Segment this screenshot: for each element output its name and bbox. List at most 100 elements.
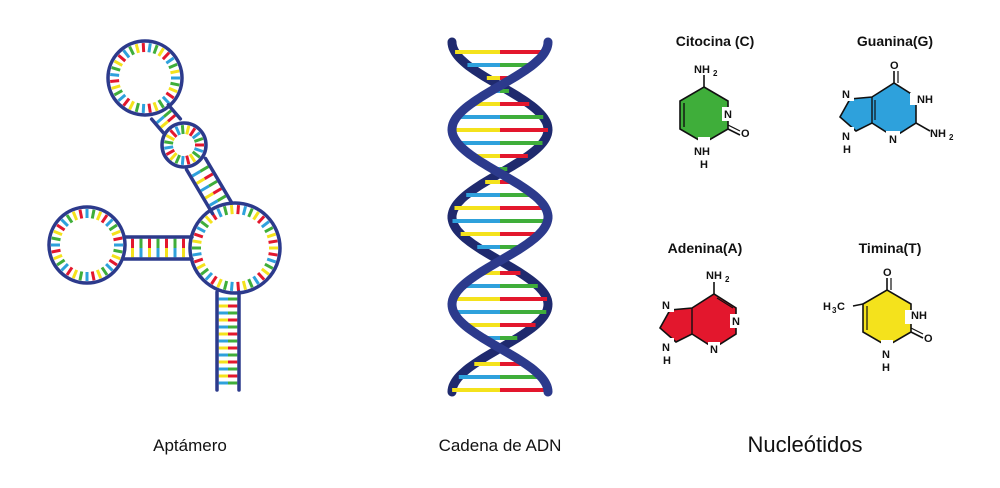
aptamer-base <box>105 263 114 272</box>
aptamer-base <box>268 239 278 244</box>
aptamer-base <box>110 79 120 84</box>
aptamer-base <box>60 218 69 227</box>
adenine-title: Adenina(A) <box>667 240 743 256</box>
aptamer-base <box>191 170 202 178</box>
aptamer-base <box>174 154 181 164</box>
aptamer-base <box>212 187 223 195</box>
aptamer-base <box>155 115 165 124</box>
aptamer-base <box>169 129 178 138</box>
aptamer-base <box>193 137 204 143</box>
aptamer-base <box>134 102 140 113</box>
aptamer-base <box>196 226 206 234</box>
aptamer-base <box>152 44 159 55</box>
cytosine-ring <box>679 86 729 144</box>
aptamer-base <box>111 84 121 90</box>
aptamer-base <box>161 95 171 105</box>
aptamer-base <box>90 271 96 281</box>
aptamer-base <box>113 89 123 97</box>
aptamer-base <box>71 269 79 279</box>
svg-text:N: N <box>842 131 850 143</box>
aptamer-base <box>164 145 174 150</box>
thymine-title: Timina(T) <box>858 240 922 256</box>
aptamer-base <box>78 271 84 281</box>
aptamer-base <box>159 120 169 129</box>
aptamer-base <box>147 43 152 53</box>
aptamer-base <box>113 236 123 242</box>
svg-text:N: N <box>732 316 740 328</box>
svg-text:H: H <box>700 159 708 171</box>
aptamer-base <box>192 252 202 257</box>
aptamer-base <box>241 280 248 291</box>
dna-strand <box>447 37 553 397</box>
aptamer-base <box>193 257 204 264</box>
aptamer-base <box>193 232 204 239</box>
svg-text:NH: NH <box>694 64 710 76</box>
aptamer-base <box>236 281 241 291</box>
dna-helix-diagram <box>447 37 553 397</box>
aptamer-base <box>222 205 229 216</box>
aptamer-base <box>195 177 206 185</box>
aptamer-base <box>165 56 175 65</box>
aptamer-stem-strand <box>166 103 183 121</box>
aptamer-base <box>200 220 210 229</box>
aptamer-base <box>216 278 223 288</box>
aptamer-base <box>200 267 210 276</box>
aptamer-base <box>111 253 121 261</box>
aptamer-base <box>196 262 206 270</box>
svg-text:N: N <box>842 89 850 101</box>
aptamer-base <box>134 43 140 54</box>
svg-text:N: N <box>889 134 897 146</box>
aptamer-base <box>110 72 120 77</box>
aptamer-base <box>252 211 260 221</box>
svg-text:C: C <box>837 301 845 313</box>
svg-text:2: 2 <box>713 69 718 78</box>
svg-text:O: O <box>741 128 750 140</box>
aptamer-base <box>204 192 215 200</box>
aptamer-base <box>266 257 277 264</box>
svg-text:H: H <box>843 144 851 156</box>
dna-back-strand <box>447 37 553 397</box>
aptamer-base <box>185 155 191 165</box>
aptamer-base <box>170 69 180 75</box>
aptamer-base <box>157 99 165 109</box>
svg-text:NH: NH <box>930 128 946 140</box>
dna-caption: Cadena de ADN <box>438 436 562 455</box>
aptamer-base <box>229 205 234 215</box>
aptamer-base <box>168 62 178 70</box>
aptamer-base <box>164 140 174 145</box>
aptamer-base <box>111 66 121 72</box>
aptamer-base <box>108 223 118 232</box>
aptamer-base <box>56 258 66 267</box>
aptamer-base <box>53 229 63 237</box>
aptamer-base <box>152 101 159 112</box>
cytosine-title: Citocina (C) <box>675 33 755 49</box>
aptamer-base <box>128 45 135 56</box>
aptamer-base <box>216 194 227 202</box>
aptamer-base <box>167 114 177 123</box>
dna-base-pairs <box>452 50 548 392</box>
aptamer-base <box>170 81 180 87</box>
aptamer-base <box>165 91 175 100</box>
aptamer-base <box>208 179 218 188</box>
aptamer-base <box>185 125 191 135</box>
aptamer-base <box>208 199 219 207</box>
svg-text:H: H <box>882 362 890 374</box>
aptamer-base <box>53 253 63 261</box>
aptamer-base <box>95 211 103 221</box>
aptamer-base <box>247 278 254 288</box>
aptamer-base <box>199 165 210 173</box>
aptamer-base <box>65 214 74 224</box>
aptamer-stem-strand <box>203 156 234 205</box>
aptamer-base <box>90 209 96 219</box>
svg-text:O: O <box>883 267 892 279</box>
aptamer-base <box>78 209 84 219</box>
aptamer-base <box>193 147 204 153</box>
aptamer-base <box>117 54 127 63</box>
svg-text:N: N <box>724 109 732 121</box>
aptamer-base <box>180 155 185 166</box>
aptamer-base <box>60 263 69 272</box>
svg-text:N: N <box>662 342 670 354</box>
aptamer-base <box>191 150 201 159</box>
